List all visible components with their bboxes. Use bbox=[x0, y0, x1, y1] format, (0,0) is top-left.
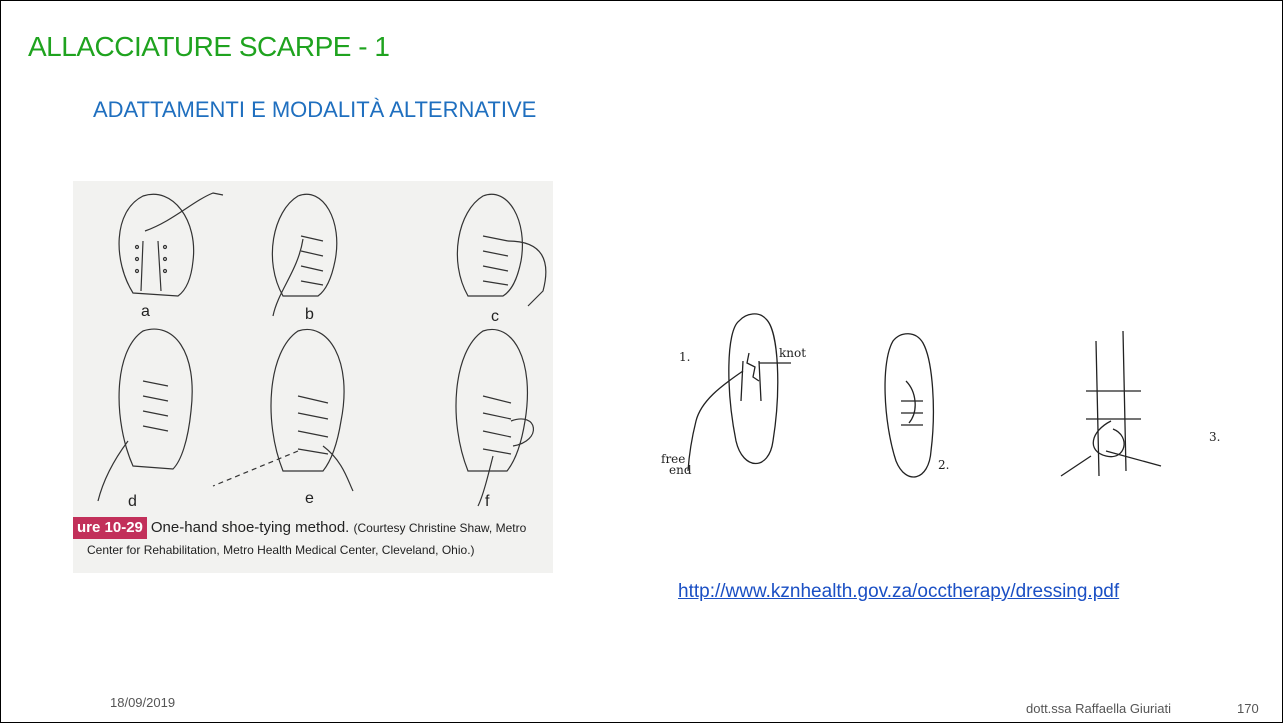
panel-label-a: a bbox=[141, 303, 150, 320]
shoe-drawing-f bbox=[456, 329, 533, 506]
shoe-drawing-d bbox=[98, 329, 192, 501]
caption-text: One-hand shoe-tying method. bbox=[151, 519, 349, 536]
shoe-drawings: a b c d e f bbox=[73, 181, 553, 517]
shoe-drawing-b bbox=[272, 194, 336, 316]
lacing-drawing-3 bbox=[1061, 331, 1161, 476]
panel-label-c: c bbox=[491, 308, 499, 325]
caption-credit: (Courtesy Christine Shaw, Metro bbox=[354, 521, 527, 535]
lacing-drawings: 1. knot free end 2. 3. bbox=[661, 291, 1261, 501]
lacing-drawing-2 bbox=[885, 334, 933, 477]
dressing-pdf-link[interactable]: http://www.kznhealth.gov.za/occtherapy/d… bbox=[678, 581, 1119, 603]
shoe-lacing-diagram: 1. knot free end 2. 3. bbox=[661, 291, 1261, 501]
figure-number-badge: ure 10-29 bbox=[73, 517, 147, 539]
slide-title: ALLACCIATURE SCARPE - 1 bbox=[28, 31, 389, 63]
shoe-drawing-a bbox=[119, 193, 223, 296]
end-label: end bbox=[669, 463, 692, 477]
shoe-drawing-e bbox=[213, 329, 353, 491]
slide-subtitle: ADATTAMENTI E MODALITÀ ALTERNATIVE bbox=[93, 97, 536, 123]
knot-label: knot bbox=[779, 346, 806, 360]
step-label-2: 2. bbox=[938, 458, 949, 472]
panel-label-d: d bbox=[128, 493, 137, 510]
lacing-drawing-1 bbox=[688, 314, 791, 471]
page-number: 170 bbox=[1237, 701, 1259, 716]
step-label-1: 1. bbox=[679, 350, 690, 364]
step-label-3: 3. bbox=[1209, 430, 1220, 444]
panel-label-b: b bbox=[305, 306, 314, 323]
shoe-drawing-c bbox=[457, 194, 545, 306]
caption-line2: Center for Rehabilitation, Metro Health … bbox=[73, 539, 553, 561]
panel-label-f: f bbox=[485, 493, 490, 510]
footer-date: 18/09/2019 bbox=[110, 695, 175, 710]
panel-label-e: e bbox=[305, 490, 314, 507]
footer-author: dott.ssa Raffaella Giuriati bbox=[1026, 701, 1171, 716]
